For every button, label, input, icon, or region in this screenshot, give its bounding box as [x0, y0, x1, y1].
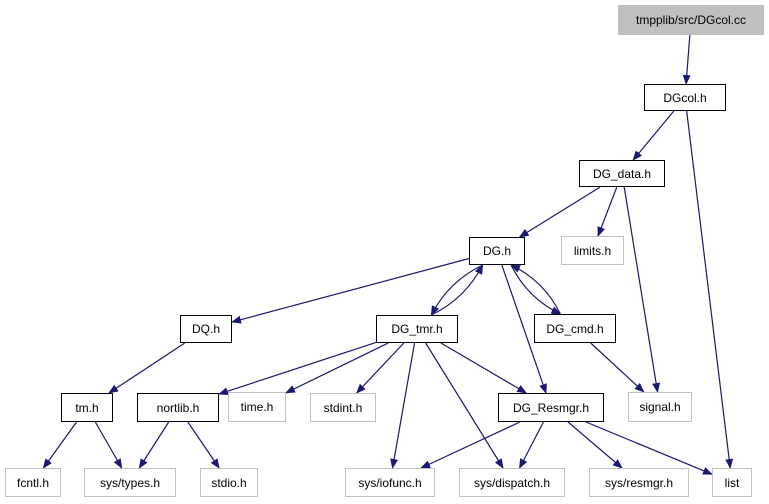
- edge-dg_resmgr_h-to-sys_dispatch_h: [519, 421, 544, 469]
- edge-tm_h-to-fcntl_h: [42, 421, 78, 469]
- edge-dg_data_h-to-signal_h: [623, 186, 661, 393]
- node-dg-resmgr-h[interactable]: DG_Resmgr.h: [498, 393, 604, 422]
- edge-dg_h-to-dg_tmr_h: [430, 264, 483, 316]
- edge-dg_tmr_h-to-dg_resmgr_h: [440, 342, 528, 394]
- edge-dg_h-to-dg_cmd_h: [510, 264, 562, 315]
- node-limits-h: limits.h: [561, 236, 624, 265]
- edge-tm_h-to-sys_types_h: [94, 421, 123, 469]
- node-tm-h[interactable]: tm.h: [61, 393, 113, 422]
- node-dg-h[interactable]: DG.h: [469, 237, 525, 265]
- node-dg-cmd-h[interactable]: DG_cmd.h: [534, 314, 616, 343]
- node-dgcol-h[interactable]: DGcol.h: [644, 84, 726, 111]
- edge-dg_resmgr_h-to-sys_iofunc_h: [420, 421, 521, 469]
- edge-dq_h-to-tm_h: [108, 342, 186, 394]
- node-dq-h[interactable]: DQ.h: [180, 315, 232, 343]
- node-fcntl-h: fcntl.h: [5, 468, 61, 497]
- node-sys-iofunc-h: sys/iofunc.h: [345, 468, 435, 497]
- node-sys-resmgr-h: sys/resmgr.h: [589, 468, 689, 497]
- edge-dgcol_h-to-list: [686, 110, 734, 469]
- node-nortlib-h[interactable]: nortlib.h: [137, 393, 219, 422]
- edge-dg_tmr_h-to-dg_h: [431, 264, 484, 316]
- edge-dg_cmd_h-to-signal_h: [590, 342, 645, 393]
- node-dg-data-h[interactable]: DG_data.h: [579, 160, 665, 187]
- edge-dg_resmgr_h-to-list: [585, 421, 713, 475]
- node-sys-types-h: sys/types.h: [84, 468, 176, 497]
- node-sys-dispatch-h: sys/dispatch.h: [459, 468, 565, 497]
- node-list: list: [712, 468, 752, 497]
- edge-dgcol_cc-to-dgcol_h: [682, 34, 691, 85]
- edge-dg_data_h-to-limits_h: [597, 186, 618, 237]
- edge-dgcol_h-to-dg_data_h: [632, 110, 675, 161]
- edge-dg_resmgr_h-to-sys_resmgr_h: [567, 421, 623, 469]
- edge-dg_data_h-to-dg_h: [518, 186, 601, 238]
- edge-nortlib_h-to-stdio_h: [187, 421, 220, 469]
- node-signal-h: signal.h: [628, 392, 692, 422]
- edge-dg_h-to-dg_resmgr_h: [501, 264, 547, 394]
- node-stdint-h: stdint.h: [310, 393, 376, 422]
- node-dgcol-cc: tmpplib/src/DGcol.cc: [618, 5, 764, 35]
- edge-dg_h-to-dq_h: [231, 257, 470, 324]
- edge-dg_tmr_h-to-stdint_h: [355, 342, 405, 394]
- edge-dg_tmr_h-to-time_h: [285, 342, 389, 394]
- edge-dg_tmr_h-to-sys_dispatch_h: [425, 342, 504, 469]
- node-time-h: time.h: [228, 392, 286, 422]
- node-dg-tmr-h[interactable]: DG_tmr.h: [376, 315, 458, 343]
- edge-nortlib_h-to-sys_types_h: [138, 421, 170, 469]
- edge-dg_tmr_h-to-nortlib_h: [218, 341, 377, 396]
- edge-dg_tmr_h-to-sys_iofunc_h: [390, 342, 416, 469]
- edge-dg_cmd_h-to-dg_h: [510, 264, 561, 315]
- node-stdio-h: stdio.h: [200, 468, 258, 497]
